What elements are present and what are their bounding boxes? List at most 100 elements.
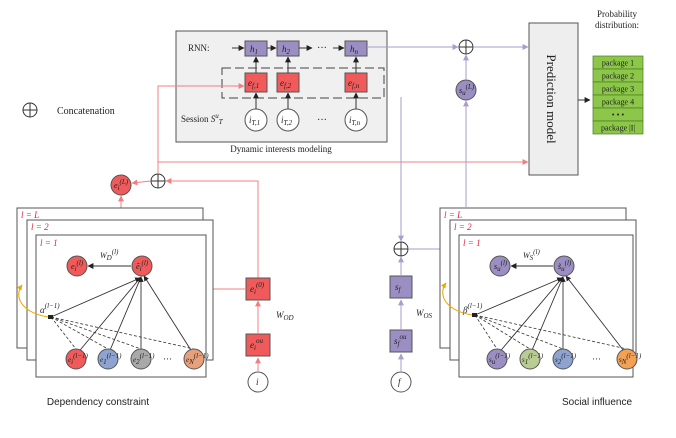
svg-text:i: i	[256, 377, 259, 387]
soc-node-sN: sN(l−1)	[616, 348, 642, 370]
session-item-n: iT,n	[344, 108, 368, 132]
ei-ou-node: eiou	[245, 333, 271, 357]
beta-attention-point	[472, 313, 477, 317]
svg-text:ei(l−1): ei(l−1)	[68, 352, 89, 366]
soc-layer-1-panel	[458, 234, 634, 378]
item-embedding-group	[221, 67, 385, 99]
soc-node-su-l: su(l)	[489, 255, 511, 277]
package-item: package 4	[592, 94, 644, 109]
prediction-model: Prediction model	[528, 22, 579, 176]
svg-text:• • •: • • •	[612, 111, 625, 120]
dynamic-interests-module: RNN: h1 h2 ··· hn ef,1 ef,2	[175, 30, 388, 154]
package-item: • • •	[592, 107, 644, 122]
ei-L-node: ei(L)	[110, 174, 132, 196]
svg-text:package 1: package 1	[602, 59, 634, 68]
session-item-2: iT,2	[276, 108, 300, 132]
user-input-path: f sfou WOS sf	[389, 256, 433, 393]
svg-text:e1(l−1): e1(l−1)	[100, 352, 122, 366]
soc-layer-L-label: l = L	[444, 210, 462, 220]
dep-node-eN: eN(l−1)	[183, 348, 209, 370]
w-s-label: WS(l)	[523, 248, 540, 262]
dep-node-ei: ei(l−1)	[65, 348, 89, 370]
svg-text:f: f	[398, 377, 402, 387]
soc-layer-1-label: l = 1	[463, 238, 481, 248]
svg-text:su(l): su(l)	[494, 259, 508, 273]
package-list: package 1 package 2 package 3 package 4 • • …	[592, 55, 644, 135]
dep-node-ei-l: ei(l)	[66, 255, 88, 277]
svg-text:h2: h2	[282, 44, 291, 56]
dep-layer-2-label: l = 2	[31, 222, 49, 232]
probability-title-2: distribution:	[595, 20, 639, 30]
sf-node: sf	[389, 275, 413, 299]
soc-node-s2: s2(l−1)	[552, 348, 577, 370]
hidden-state-hn: hn	[344, 40, 368, 57]
probability-distribution: Probability distribution: package 1packa…	[592, 9, 644, 135]
dep-layer-1-panel	[35, 234, 207, 378]
svg-text:su(L): su(L)	[459, 83, 475, 97]
prediction-label: Prediction model	[544, 54, 559, 144]
svg-text:eiou: eiou	[250, 337, 263, 352]
svg-text:package 2: package 2	[602, 72, 634, 81]
su-L-node: su(L)	[455, 79, 477, 101]
package-item: package 2	[592, 68, 644, 83]
svg-text:s2(l−1): s2(l−1)	[555, 352, 577, 366]
concat-symbol-icon	[22, 102, 38, 118]
item-embedding-ef1: ef,1	[244, 72, 268, 93]
svg-text:sfou: sfou	[394, 333, 407, 348]
svg-text:iT,1: iT,1	[249, 115, 260, 127]
package-item: package |I|	[592, 120, 644, 135]
sf-ou-node: sfou	[389, 329, 413, 353]
w-od-label: WOD	[276, 310, 294, 322]
svg-text:hn: hn	[350, 44, 359, 56]
dep-node-e1: e1(l−1)	[97, 348, 122, 370]
social-influence-module: l = L l = 2 l = 1 β(l−1) su(l) WS(l)	[439, 207, 642, 408]
w-os-label: WOS	[416, 308, 433, 320]
svg-text:ei(0): ei(0)	[250, 281, 265, 296]
dependency-constraint-module: l = L l = 2 l = 1 α(l−1) ei(l) WD(l)	[16, 207, 214, 408]
dep-layer-1-label: l = 1	[40, 238, 58, 248]
session-label: Session SuT	[181, 112, 224, 126]
svg-text:e2(l−1): e2(l−1)	[133, 352, 155, 366]
w-d-label: WD(l)	[100, 248, 119, 262]
svg-text:su(l−1): su(l−1)	[489, 352, 511, 366]
svg-text:s1(l−1): s1(l−1)	[522, 352, 544, 366]
svg-text:ef,2: ef,2	[280, 78, 292, 90]
svg-text:ẽi(l): ẽi(l)	[136, 259, 149, 273]
svg-text:package 3: package 3	[602, 85, 634, 94]
dep-recurrence-arrow	[16, 284, 49, 318]
concat-label: Concatenation	[57, 106, 115, 117]
package-item: package 3	[592, 81, 644, 96]
svg-text:s̃u(l): s̃u(l)	[558, 259, 572, 273]
soc-node-s1: s1(l−1)	[519, 348, 544, 370]
rnn-label: RNN:	[188, 43, 210, 53]
beta-label: β(l−1)	[462, 302, 483, 315]
svg-text:ef,1: ef,1	[248, 78, 259, 90]
svg-text:ef,n: ef,n	[348, 78, 360, 90]
dep-node-ei-tilde-l: ẽi(l)	[131, 255, 153, 277]
prediction-box	[528, 22, 579, 176]
svg-text:iT,2: iT,2	[281, 115, 293, 127]
soc-node-su-tilde-l: s̃u(l)	[553, 255, 575, 277]
session-item-1: iT,1	[244, 108, 268, 132]
svg-text:iT,n: iT,n	[349, 115, 361, 127]
hidden-ellipsis: ···	[317, 43, 327, 54]
dynamic-module-title: Dynamic interests modeling	[230, 144, 332, 154]
soc-ellipsis: ···	[592, 354, 601, 364]
dep-ellipsis: ···	[163, 354, 172, 364]
alpha-attention-point	[48, 315, 53, 319]
svg-text:ei(l): ei(l)	[71, 259, 84, 273]
soc-layer-2-label: l = 2	[454, 222, 472, 232]
svg-text:sf: sf	[395, 282, 402, 294]
item-embedding-efn: ef,n	[344, 72, 368, 93]
ei-0-node: ei(0)	[245, 277, 271, 301]
concatenation-legend: Concatenation	[22, 102, 115, 118]
svg-text:eN(l−1): eN(l−1)	[186, 352, 209, 366]
dep-layer-L-label: l = L	[21, 210, 39, 220]
session-ellipsis: ···	[317, 115, 327, 126]
svg-text:package 4: package 4	[602, 98, 634, 107]
dependency-caption: Dependency constraint	[47, 397, 150, 408]
soc-node-su: su(l−1)	[486, 348, 511, 370]
svg-text:package |I|: package |I|	[601, 124, 635, 133]
package-item: package 1	[592, 55, 644, 70]
concat-item-icon	[150, 173, 166, 189]
